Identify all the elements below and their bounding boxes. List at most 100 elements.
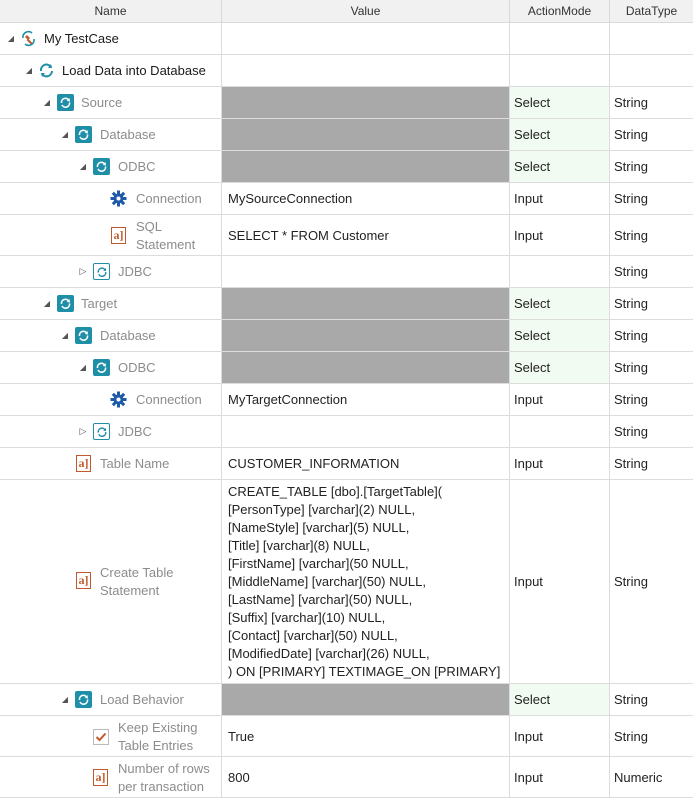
value-cell[interactable] <box>222 352 510 383</box>
table-row-rows-per-transaction[interactable]: a] Number of rows per transaction 800 In… <box>0 757 693 798</box>
module-reload-icon <box>57 295 74 312</box>
table-row-source-jdbc[interactable]: ▷ JDBC String <box>0 256 693 288</box>
module-reload-icon <box>75 327 92 344</box>
actionmode-cell[interactable]: Select <box>510 288 610 319</box>
collapse-arrow-icon[interactable]: ◢ <box>43 98 51 107</box>
actionmode-cell[interactable]: Input <box>510 215 610 255</box>
module-reload-icon <box>75 691 92 708</box>
actionmode-cell[interactable]: Select <box>510 684 610 715</box>
datatype-cell[interactable]: String <box>614 127 648 142</box>
table-row-source-connection[interactable]: Connection MySourceConnection Input Stri… <box>0 183 693 215</box>
collapse-arrow-icon[interactable]: ◢ <box>25 66 33 75</box>
row-label: Database <box>100 127 156 142</box>
actionmode-cell[interactable] <box>510 55 610 86</box>
row-label: Target <box>81 296 118 311</box>
actionmode-cell[interactable]: Input <box>510 480 610 683</box>
table-row-my-testcase[interactable]: ◢ My TestCase <box>0 23 693 55</box>
datatype-cell[interactable] <box>610 55 693 86</box>
collapse-arrow-icon[interactable]: ◢ <box>61 331 69 340</box>
table-row-source-database[interactable]: ◢ Database Select String <box>0 119 693 151</box>
table-row-target-odbc[interactable]: ◢ ODBC Select String <box>0 352 693 384</box>
collapse-arrow-icon[interactable]: ◢ <box>61 130 69 139</box>
grid-header: Name Value ActionMode DataType <box>0 0 693 23</box>
value-cell[interactable]: CUSTOMER_INFORMATION <box>222 448 510 479</box>
actionmode-cell[interactable]: Select <box>510 119 610 150</box>
datatype-cell[interactable]: String <box>614 227 648 243</box>
actionmode-cell[interactable] <box>510 23 610 54</box>
actionmode-cell[interactable] <box>510 256 610 287</box>
datatype-cell[interactable]: String <box>614 692 648 707</box>
table-row-load-data[interactable]: ◢ Load Data into Database <box>0 55 693 87</box>
datatype-cell[interactable]: String <box>614 264 648 279</box>
actionmode-cell[interactable]: Input <box>510 384 610 415</box>
collapse-arrow-icon[interactable]: ◢ <box>7 34 15 43</box>
column-header-datatype[interactable]: DataType <box>625 4 678 18</box>
gear-icon <box>110 190 127 207</box>
value-cell[interactable] <box>222 320 510 351</box>
value-cell[interactable]: True <box>222 716 510 756</box>
datatype-cell[interactable]: String <box>614 360 648 375</box>
actionmode-cell[interactable]: Input <box>510 757 610 797</box>
column-header-actionmode[interactable]: ActionMode <box>510 0 610 22</box>
datatype-cell[interactable]: String <box>614 574 648 589</box>
actionmode-cell[interactable]: Select <box>510 352 610 383</box>
value-cell[interactable] <box>222 256 510 287</box>
datatype-cell[interactable]: String <box>614 728 648 744</box>
datatype-cell[interactable]: String <box>614 95 648 110</box>
table-row-load-behavior[interactable]: ◢ Load Behavior Select String <box>0 684 693 716</box>
actionmode-cell[interactable]: Input <box>510 716 610 756</box>
value-cell[interactable] <box>222 151 510 182</box>
value-cell[interactable] <box>222 87 510 118</box>
value-cell[interactable] <box>222 684 510 715</box>
table-row-source-odbc[interactable]: ◢ ODBC Select String <box>0 151 693 183</box>
table-row-create-table-statement[interactable]: a] Create Table Statement CREATE_TABLE [… <box>0 480 693 684</box>
collapse-arrow-icon[interactable]: ◢ <box>79 162 87 171</box>
value-cell[interactable] <box>222 23 510 54</box>
datatype-cell[interactable]: String <box>614 424 648 439</box>
row-label: Load Data into Database <box>62 63 206 78</box>
actionmode-cell[interactable]: Select <box>510 320 610 351</box>
collapse-arrow-icon[interactable]: ◢ <box>43 299 51 308</box>
datatype-cell[interactable]: String <box>614 392 648 407</box>
table-row-keep-existing[interactable]: Keep Existing Table Entries True Input S… <box>0 716 693 757</box>
column-header-value[interactable]: Value <box>222 0 510 22</box>
actionmode-cell[interactable]: Select <box>510 87 610 118</box>
datatype-cell[interactable] <box>610 23 693 54</box>
collapse-arrow-icon[interactable]: ◢ <box>79 363 87 372</box>
row-label: Keep Existing Table Entries <box>118 720 198 753</box>
actionmode-cell[interactable]: Select <box>510 151 610 182</box>
value-cell[interactable]: MySourceConnection <box>222 183 510 214</box>
collapse-arrow-icon[interactable]: ◢ <box>61 695 69 704</box>
module-reload-icon <box>93 423 110 440</box>
value-cell[interactable] <box>222 119 510 150</box>
expand-arrow-icon[interactable]: ▷ <box>79 426 87 436</box>
table-row-target-connection[interactable]: Connection MyTargetConnection Input Stri… <box>0 384 693 416</box>
datatype-cell[interactable]: Numeric <box>614 769 663 785</box>
value-cell[interactable] <box>222 416 510 447</box>
value-cell[interactable]: CREATE_TABLE [dbo].[TargetTable]( [Perso… <box>222 480 510 683</box>
datatype-cell[interactable]: String <box>614 159 648 174</box>
datatype-cell[interactable]: String <box>614 191 648 206</box>
value-cell[interactable]: 800 <box>222 757 510 797</box>
row-label: Connection <box>136 191 202 206</box>
actionmode-cell[interactable]: Input <box>510 183 610 214</box>
expand-arrow-icon[interactable]: ▷ <box>79 266 87 276</box>
datatype-cell[interactable]: String <box>614 296 648 311</box>
table-row-target-jdbc[interactable]: ▷ JDBC String <box>0 416 693 448</box>
row-label: Connection <box>136 392 202 407</box>
table-row-table-name[interactable]: a] Table Name CUSTOMER_INFORMATION Input… <box>0 448 693 480</box>
datatype-cell[interactable]: String <box>614 328 648 343</box>
table-row-sql-statement[interactable]: a] SQL Statement SELECT * FROM Customer … <box>0 215 693 256</box>
actionmode-cell[interactable]: Input <box>510 448 610 479</box>
value-cell[interactable] <box>222 288 510 319</box>
value-cell[interactable]: MyTargetConnection <box>222 384 510 415</box>
value-cell[interactable] <box>222 55 510 86</box>
row-label: JDBC <box>118 264 152 279</box>
table-row-target[interactable]: ◢ Target Select String <box>0 288 693 320</box>
value-cell[interactable]: SELECT * FROM Customer <box>222 215 510 255</box>
datatype-cell[interactable]: String <box>614 456 648 471</box>
table-row-target-database[interactable]: ◢ Database Select String <box>0 320 693 352</box>
column-header-name[interactable]: Name <box>0 0 222 22</box>
table-row-source[interactable]: ◢ Source Select String <box>0 87 693 119</box>
actionmode-cell[interactable] <box>510 416 610 447</box>
